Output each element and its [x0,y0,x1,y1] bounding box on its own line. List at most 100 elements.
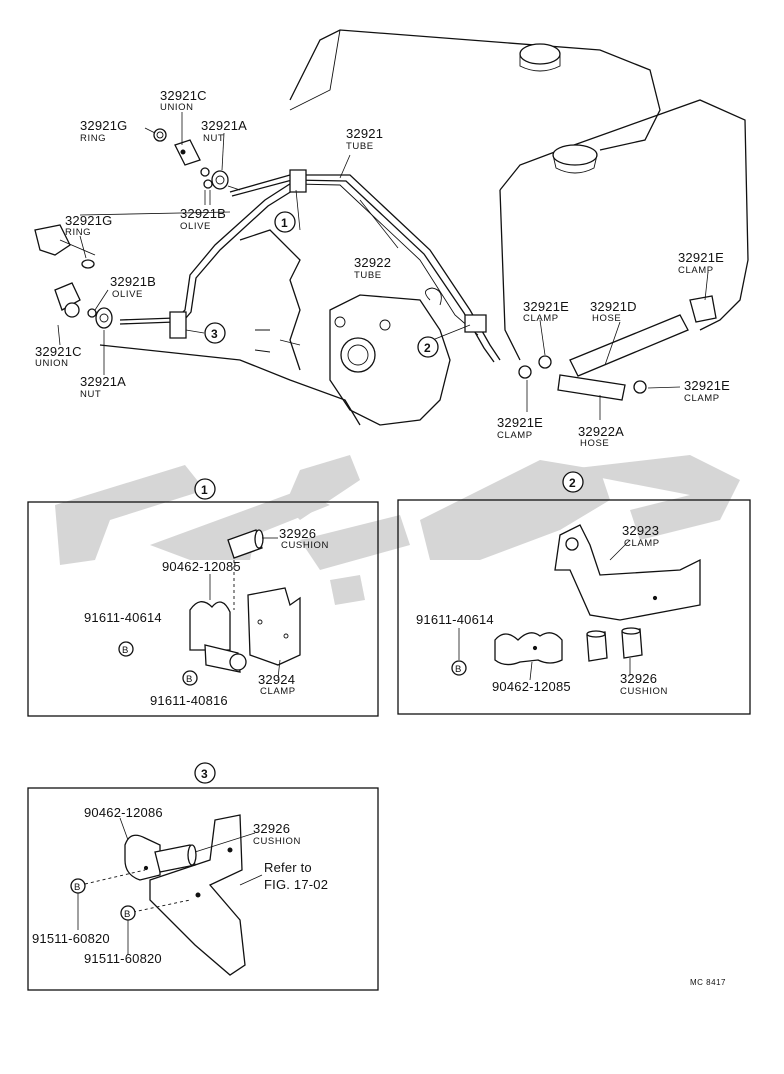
callout-2[interactable]: 2 [417,336,439,358]
svg-text:B: B [74,882,81,893]
detail-1-callout: 1 [194,478,216,500]
part-number: 32921G [65,213,112,228]
part-name: UNION [160,102,194,113]
part-name: NUT [80,389,101,400]
bolt-number: 91611-40614 [416,612,494,627]
label-32921E-b: 32921E CLAMP [678,250,724,276]
label-32921B-left: 32921B OLIVE [110,274,156,300]
clamp-name: CLAMP [624,538,660,549]
refer-text: Refer to [264,860,312,875]
label-32921E-d: 32921E CLAMP [497,415,543,441]
clamp-icon [124,834,161,881]
bracket-icon [247,587,301,666]
olive-icon [87,308,97,318]
part-number: 32921C [35,344,82,359]
clamp-part-number: 90462-12086 [84,805,163,820]
svg-text:B: B [186,674,193,685]
callout-1[interactable]: 1 [274,211,296,233]
part-number: 32921G [80,118,127,133]
label-32921G-left: 32921G RING [65,213,112,238]
part-number: 32921A [80,374,126,389]
part-name: HOSE [580,438,609,449]
olive-icon [200,167,213,189]
clamp-number: 32923 [622,523,659,538]
leader-lines [57,112,709,420]
cushion-number: 32926 [253,821,290,836]
watermark-logo [55,455,740,605]
cushion-name: CUSHION [253,836,301,847]
detail-2-callout: 2 [562,471,584,493]
label-32922A: 32922A HOSE [578,424,624,449]
svg-text:1: 1 [281,216,288,230]
callout-3[interactable]: 3 [204,322,226,344]
cushion-number: 32926 [620,671,657,686]
clamp-icon [189,601,247,673]
label-32921A-top: 32921A NUT [201,118,247,144]
svg-text:1: 1 [201,483,208,497]
nut-icon [211,170,229,190]
part-name: TUBE [346,141,374,152]
part-number: 32921B [180,206,226,221]
label-32921A-left: 32921A NUT [80,374,126,400]
ring-icon [153,128,167,142]
refer-fig: FIG. 17-02 [264,877,328,892]
cushion-number: 32926 [279,526,316,541]
union-icon [54,282,81,318]
part-name: RING [65,227,91,238]
clamp-number: 32924 [258,672,295,687]
bolt-marker-icon: B [451,660,467,676]
bolt-marker-icon: B [118,641,134,657]
label-32921E-a: 32921E CLAMP [523,299,569,324]
bracket-icon [554,524,701,621]
svg-text:3: 3 [201,767,208,781]
label-32921: 32921 TUBE [346,126,383,152]
bolt-number: 91511-60820 [32,931,110,946]
part-number: 32921 [346,126,383,141]
svg-text:2: 2 [424,341,431,355]
clamp-name: CLAMP [260,686,296,697]
part-number: 32921B [110,274,156,289]
detail-3-panel: 3 B B 90462-12086 32926 [27,762,379,991]
bolt-marker-icon: B [182,670,198,686]
clamp-icon [494,632,563,666]
label-32921D: 32921D HOSE [590,299,637,324]
part-number: 32921E [497,415,543,430]
part-name: CLAMP [497,430,533,441]
svg-text:B: B [455,664,462,675]
cushion-icon [621,627,643,659]
svg-text:B: B [124,909,131,920]
detail-1-panel: 1 B B 32926 CUSHION [27,478,379,717]
fittings [54,128,241,329]
part-number: 32922A [578,424,624,439]
part-name: NUT [203,133,224,144]
bracket-icon [149,814,246,976]
label-32921B-top: 32921B OLIVE [180,206,226,232]
bolt-number: 91511-60820 [84,951,162,966]
label-32922: 32922 TUBE [354,255,391,281]
cushion-icon [154,844,197,873]
part-number: 32921D [590,299,637,314]
part-number: 32921E [684,378,730,393]
detail-2-panel: 2 B 32923 CLAMP 91611-40614 90462 [397,471,751,715]
part-number: 32921E [523,299,569,314]
cushion-name: CUSHION [281,540,329,551]
part-name: RING [80,133,106,144]
bolt-number: 91611-40816 [150,693,228,708]
part-number: 32922 [354,255,391,270]
svg-text:B: B [122,645,129,656]
nut-icon [95,307,113,329]
part-number: 32921E [678,250,724,265]
label-32921G-top: 32921G RING [80,118,127,144]
part-name: HOSE [592,313,621,324]
part-name: CLAMP [684,393,720,404]
part-name: OLIVE [112,289,143,300]
cushion-icon [227,529,264,559]
part-number: 32921A [201,118,247,133]
part-name: TUBE [354,270,382,281]
tube-assembly [119,169,717,401]
part-name: UNION [35,358,69,369]
union-icon [174,139,201,166]
label-32921C-left: 32921C UNION [35,344,82,369]
label-32921E-c: 32921E CLAMP [684,378,730,404]
